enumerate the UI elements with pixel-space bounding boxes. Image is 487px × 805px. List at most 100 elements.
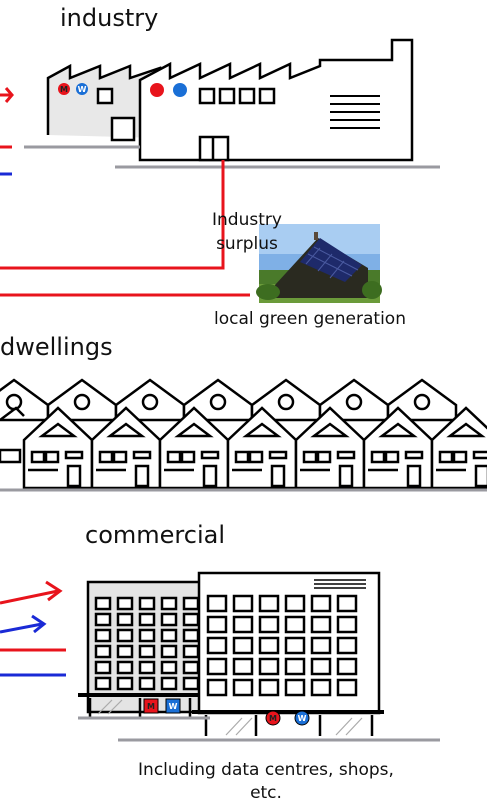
office-window bbox=[258, 678, 280, 697]
office-window bbox=[258, 636, 280, 655]
solar-roof-house-icon bbox=[256, 224, 382, 303]
industry-pipes bbox=[0, 87, 250, 297]
office-window bbox=[206, 594, 228, 613]
office-window bbox=[116, 628, 134, 643]
office-window bbox=[116, 612, 134, 627]
commercial-ground bbox=[78, 716, 440, 742]
svg-text:W: W bbox=[78, 85, 87, 94]
office-window bbox=[206, 636, 228, 655]
office-window bbox=[182, 628, 200, 643]
commercial-pipes bbox=[0, 580, 66, 677]
terraced-houses-icon bbox=[0, 378, 487, 490]
office-window bbox=[284, 636, 306, 655]
svg-text:M: M bbox=[269, 714, 277, 723]
office-window bbox=[182, 612, 200, 627]
office-window bbox=[160, 660, 178, 675]
office-window bbox=[94, 644, 112, 659]
office-window bbox=[160, 628, 178, 643]
house-back bbox=[114, 378, 186, 422]
industry-label: industry bbox=[60, 4, 159, 32]
office-window bbox=[94, 612, 112, 627]
house-back bbox=[182, 378, 254, 422]
office-window bbox=[182, 660, 200, 675]
office-window bbox=[284, 615, 306, 634]
office-window bbox=[310, 678, 332, 697]
office-window bbox=[116, 596, 134, 611]
office-window bbox=[232, 678, 254, 697]
meter-badges-commercial: M W M W bbox=[143, 698, 310, 726]
office-window bbox=[284, 678, 306, 697]
office-window bbox=[116, 676, 134, 691]
commercial-label: commercial bbox=[85, 521, 225, 549]
house-front bbox=[294, 406, 366, 490]
house-front bbox=[158, 406, 230, 490]
heat-meter-icon bbox=[150, 83, 164, 97]
industry-surplus-line1: Industry bbox=[212, 210, 282, 230]
svg-text:W: W bbox=[298, 714, 307, 723]
office-window bbox=[94, 660, 112, 675]
office-window bbox=[94, 628, 112, 643]
industry-surplus-label: Industry surplus bbox=[212, 208, 282, 256]
office-window bbox=[206, 615, 228, 634]
including-line2: etc. bbox=[250, 783, 282, 803]
house-back bbox=[386, 378, 458, 422]
office-window bbox=[116, 644, 134, 659]
water-meter-icon bbox=[173, 83, 187, 97]
local-green-generation-label: local green generation bbox=[214, 309, 406, 329]
house-front bbox=[226, 406, 298, 490]
office-window bbox=[258, 657, 280, 676]
office-window bbox=[336, 615, 358, 634]
office-window bbox=[284, 594, 306, 613]
house-front bbox=[22, 406, 94, 490]
including-note: Including data centres, shops, etc. bbox=[92, 759, 440, 805]
office-window bbox=[310, 615, 332, 634]
house-front bbox=[430, 406, 487, 490]
office-window bbox=[160, 676, 178, 691]
meter-badges-industry: M W bbox=[58, 83, 187, 97]
office-window bbox=[232, 636, 254, 655]
office-window bbox=[138, 628, 156, 643]
office-buildings-icon bbox=[78, 571, 384, 736]
office-window bbox=[116, 660, 134, 675]
office-window bbox=[336, 657, 358, 676]
svg-text:M: M bbox=[147, 702, 155, 711]
house-front-partial bbox=[0, 406, 25, 464]
office-window bbox=[336, 594, 358, 613]
office-window bbox=[258, 615, 280, 634]
office-window bbox=[232, 657, 254, 676]
office-window bbox=[310, 636, 332, 655]
office-window bbox=[284, 657, 306, 676]
office-window bbox=[94, 676, 112, 691]
industry-surplus-line2: surplus bbox=[216, 234, 278, 254]
house-front bbox=[362, 406, 434, 490]
office-window bbox=[94, 596, 112, 611]
svg-text:W: W bbox=[169, 702, 178, 711]
factory-icon bbox=[46, 38, 414, 162]
office-window bbox=[160, 644, 178, 659]
office-window bbox=[138, 676, 156, 691]
office-window bbox=[310, 657, 332, 676]
office-window bbox=[336, 636, 358, 655]
house-back bbox=[318, 378, 390, 422]
factory-ground bbox=[24, 145, 440, 169]
office-window bbox=[160, 596, 178, 611]
office-window bbox=[138, 612, 156, 627]
office-window bbox=[160, 612, 178, 627]
office-window bbox=[138, 644, 156, 659]
svg-text:M: M bbox=[60, 85, 68, 94]
office-window bbox=[258, 594, 280, 613]
dwellings-label: dwellings bbox=[0, 333, 113, 361]
office-window bbox=[232, 615, 254, 634]
water-meter-icon bbox=[76, 83, 88, 95]
office-window bbox=[138, 660, 156, 675]
house-front bbox=[90, 406, 162, 490]
office-window bbox=[182, 644, 200, 659]
office-window bbox=[206, 678, 228, 697]
house-back bbox=[250, 378, 322, 422]
office-window bbox=[336, 678, 358, 697]
office-window bbox=[206, 657, 228, 676]
office-entrance-lines bbox=[97, 699, 363, 736]
including-line1: Including data centres, shops, bbox=[138, 760, 394, 780]
heat-meter-icon bbox=[58, 83, 70, 95]
